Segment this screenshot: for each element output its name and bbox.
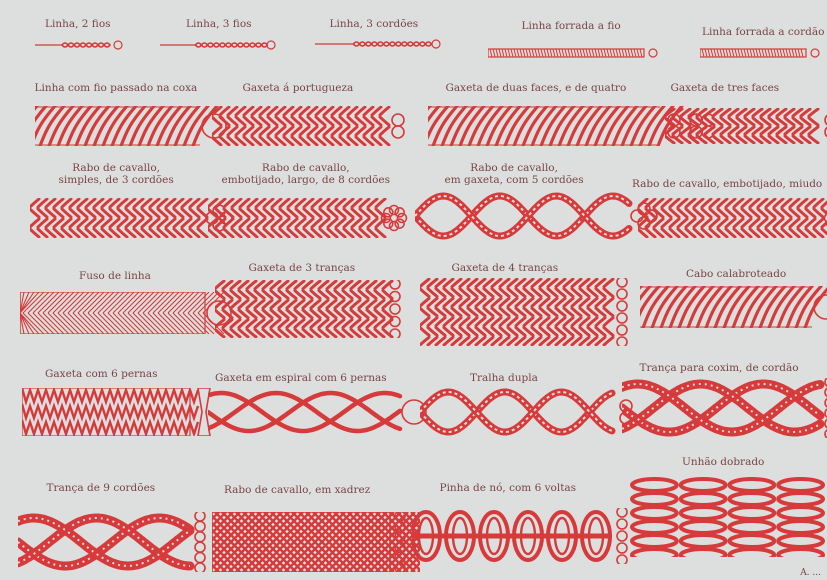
twisted-line-icon: [35, 38, 125, 52]
wrapped-line-icon: [700, 44, 822, 62]
label-cabo-calabroteado: Cabo calabroteado: [686, 268, 786, 280]
label-gaxeta-de-3-trancas: Gaxeta de 3 tranças: [249, 262, 356, 274]
label-unhao-dobrado: Unhão dobrado: [682, 456, 764, 468]
label-rabo-de-cavallo-em-xadrez: Rabo de cavallo, em xadrez: [224, 484, 370, 496]
chain-plait-icon: [415, 192, 660, 240]
flat-braid-icon: [665, 108, 827, 144]
corner-mark: A. ...: [800, 568, 821, 578]
flat-braid-icon: [212, 106, 414, 146]
label-linha-com-fio-passado-na-coxa: Linha com fio passado na coxa: [35, 82, 198, 94]
knot-row-icon: [412, 508, 642, 564]
round-sennit-icon: [638, 198, 827, 238]
round-sennit-icon: [208, 198, 410, 238]
laid-rope-icon: [640, 286, 827, 328]
laid-rope-icon: [35, 106, 230, 146]
label-gaxeta-com-6-pernas: Gaxeta com 6 pernas: [45, 368, 157, 380]
label-pinha-de-no-com-6-voltas: Pinha de nó, com 6 voltas: [440, 482, 577, 494]
doubled-splice-icon: [630, 475, 827, 557]
label-rabo-de-cavallo-em-gaxeta-com-5-cordoes: Rabo de cavallo, em gaxeta, com 5 cordõe…: [445, 162, 584, 186]
twisted-line-icon: [315, 34, 443, 54]
label-rabo-de-cavallo-embotijado-largo-de-8-cordoes: Rabo de cavallo, embotijado, largo, de 8…: [222, 162, 391, 186]
round-sennit-icon: [30, 198, 235, 238]
label-linha-forrada-a-cordao: Linha forrada a cordão: [702, 26, 824, 38]
label-gaxeta-de-4-trancas: Gaxeta de 4 tranças: [452, 262, 559, 274]
flat-braid-icon: [420, 278, 642, 346]
label-tranca-para-coxim-de-cordao: Trança para coxim, de cordão: [640, 362, 799, 374]
wrapped-line-icon: [488, 44, 660, 62]
label-gaxeta-em-espiral-com-6-pernas: Gaxeta em espiral com 6 pernas: [215, 372, 387, 384]
label-gaxeta-de-duas-faces-e-de-quatro: Gaxeta de duas faces, e de quatro: [446, 82, 627, 94]
flat-braid-icon: [215, 280, 415, 338]
label-linha-3-cordoes: Linha, 3 cordões: [330, 18, 419, 30]
checkered-sennit-icon: [212, 512, 420, 572]
label-rabo-de-cavallo-simples-de-3-cordoes: Rabo de cavallo, simples, de 3 cordões: [59, 162, 174, 186]
double-plait-icon: [420, 388, 642, 436]
label-gaxeta-a-portugueza: Gaxeta á portugueza: [243, 82, 354, 94]
mat-plait-icon: [622, 378, 827, 438]
spiral-sennit-icon: [208, 388, 430, 436]
label-rabo-de-cavallo-embotijado-miudo: Rabo de cavallo, embotijado, miudo: [632, 178, 822, 190]
label-tralha-dupla: Tralha dupla: [470, 372, 538, 384]
label-fuso-de-linha: Fuso de linha: [79, 270, 151, 282]
mat-plait-icon: [18, 512, 220, 572]
herringbone-seizing-icon: [20, 292, 235, 334]
label-tranca-de-9-cordoes: Trança de 9 cordões: [47, 482, 156, 494]
label-linha-2-fios: Linha, 2 fios: [45, 18, 111, 30]
zigzag-sennit-icon: [22, 388, 220, 436]
twisted-line-icon: [160, 38, 278, 52]
label-linha-3-fios: Linha, 3 fios: [186, 18, 252, 30]
label-linha-forrada-a-fio: Linha forrada a fio: [522, 20, 621, 32]
label-gaxeta-de-tres-faces: Gaxeta de tres faces: [671, 82, 780, 94]
